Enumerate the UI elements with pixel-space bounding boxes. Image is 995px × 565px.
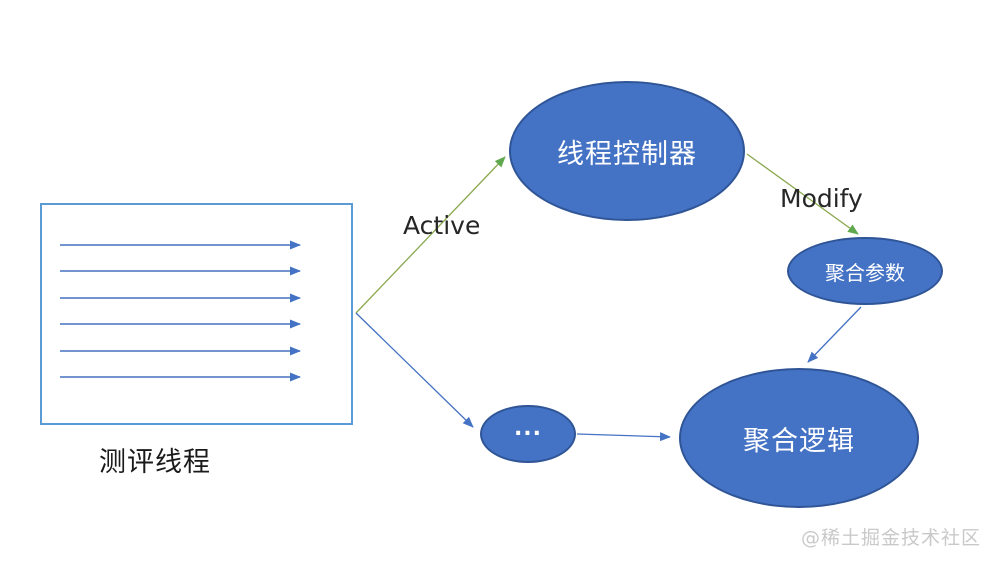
edge-params-to-logic	[807, 306, 862, 363]
node-aggregation-params-label: 聚合参数	[825, 260, 905, 285]
edge-threads-to-ellipsis	[355, 312, 474, 428]
node-eval-threads-caption: 测评线程	[99, 447, 211, 478]
edge-label-active: Active	[403, 211, 481, 240]
node-aggregation-logic-label: 聚合逻辑	[743, 425, 855, 457]
edge-active	[355, 156, 506, 314]
node-thread-controller: 线程控制器	[509, 81, 745, 221]
node-ellipsis: ...	[480, 405, 576, 463]
node-aggregation-logic: 聚合逻辑	[679, 368, 919, 508]
edge-label-modify: Modify	[780, 184, 863, 213]
edge-modify	[746, 153, 859, 235]
edge-ellipsis-to-logic	[576, 432, 671, 442]
node-aggregation-params: 聚合参数	[787, 237, 943, 305]
watermark: @稀土掘金技术社区	[800, 527, 981, 549]
node-eval-threads-box	[40, 203, 353, 425]
node-ellipsis-label: ...	[513, 415, 543, 441]
node-thread-controller-label: 线程控制器	[557, 138, 697, 170]
